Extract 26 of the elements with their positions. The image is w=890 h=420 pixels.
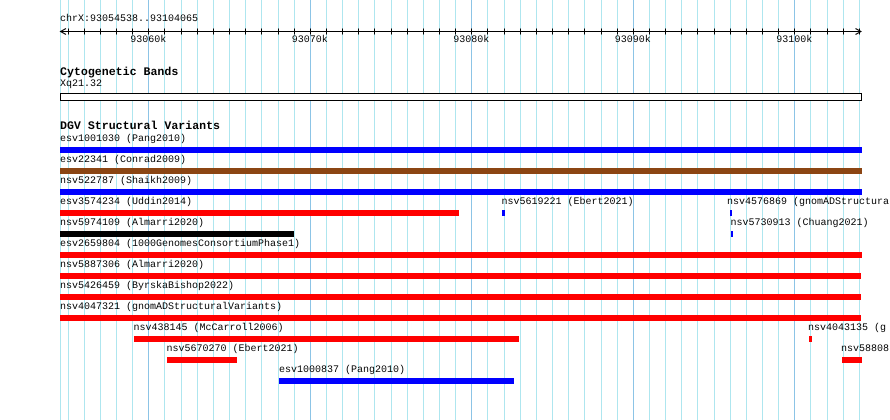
variant-label: esv1001030 (Pang2010) <box>60 134 186 146</box>
track-title: DGV Structural Variants <box>60 120 220 133</box>
variant-label: nsv4047321 (gnomADStructuralVariants) <box>60 302 282 314</box>
axis-tick-label: 93060k <box>130 35 166 47</box>
axis-tick-label: 93090k <box>614 35 651 47</box>
variant-label: nsv58808 <box>841 344 890 356</box>
variant-label: esv22341 (Conrad2009) <box>60 155 186 167</box>
variant-label: esv2659804 (1000GenomesConsortiumPhase1) <box>60 239 300 251</box>
axis-tick-label: 93080k <box>453 35 490 47</box>
axis-tick-label: 93070k <box>292 35 328 47</box>
variant-label: nsv4043135 (g <box>808 323 886 335</box>
region-coordinates: chrX:93054538..93104065 <box>60 14 198 26</box>
variant-label: nsv4576869 (gnomADStructura <box>727 197 890 209</box>
variant-label: esv3574234 (Uddin2014) <box>60 197 192 209</box>
variant-label: nsv5974109 (Almarri2020) <box>60 218 204 230</box>
axis-tick-label: 93100k <box>776 35 812 47</box>
track-title: Cytogenetic Bands <box>60 66 178 79</box>
variant-label: nsv522787 (Shaikh2009) <box>60 176 192 188</box>
band-label: Xq21.32 <box>60 79 102 91</box>
variant-label: nsv5619221 (Ebert2021) <box>502 197 634 209</box>
variant-label: nsv5887306 (Almarri2020) <box>60 260 204 272</box>
variant-label: nsv5426459 (ByrskaBishop2022) <box>60 281 234 293</box>
variant-label: nsv5730913 (Chuang2021) <box>730 218 869 230</box>
variant-label: esv1000837 (Pang2010) <box>279 365 406 377</box>
variant-label: nsv438145 (McCarroll2006) <box>134 323 284 335</box>
variant-label: nsv5670270 (Ebert2021) <box>166 344 299 356</box>
